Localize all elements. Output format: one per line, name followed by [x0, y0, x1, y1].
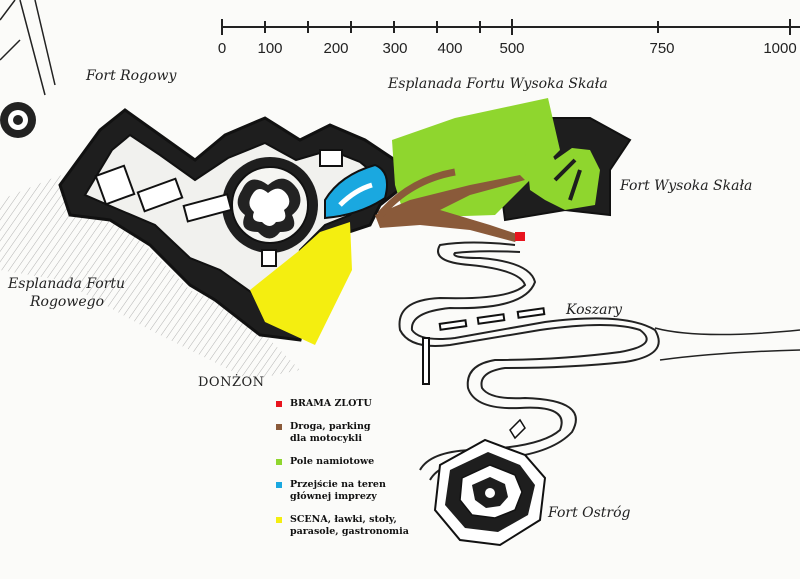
- scale-bar: [221, 19, 800, 35]
- legend-item-road: Droga, parking dla motocykli: [276, 421, 416, 445]
- stage-area: [250, 222, 352, 345]
- scale-tick-label: 0: [217, 40, 227, 57]
- legend-swatch: [276, 424, 282, 430]
- label-esplanada-wysoka-skala: Esplanada Fortu Wysoka Skała: [388, 76, 608, 92]
- legend-label: BRAMA ZLOTU: [290, 398, 372, 409]
- legend-label: parasole, gastronomia: [290, 526, 409, 537]
- slope-hatching: [0, 175, 300, 380]
- scale-tick-label: 100: [257, 40, 283, 57]
- legend-item-stage: SCENA, ławki, stoły, parasole, gastronom…: [276, 514, 416, 538]
- legend-label: Pole namiotowe: [290, 456, 375, 467]
- inner-buildings: [94, 149, 343, 223]
- scale-tick-label: 400: [437, 40, 463, 57]
- legend-label: głównej imprezy: [290, 491, 377, 502]
- label-fort-wysoka-skala: Fort Wysoka Skała: [620, 178, 753, 194]
- road-parking-area: [375, 175, 525, 242]
- legend-label: SCENA, ławki, stoły,: [290, 514, 397, 525]
- label-fort-rogowy: Fort Rogowy: [86, 68, 177, 84]
- label-koszary: Koszary: [566, 302, 623, 318]
- donzon-keep: [222, 157, 318, 267]
- winding-road: [398, 241, 648, 471]
- legend-item-tent-field: Pole namiotowe: [276, 456, 416, 468]
- label-fort-ostrog: Fort Ostróg: [548, 505, 631, 521]
- legend-label: Droga, parking: [290, 421, 371, 432]
- label-esplanada-rogowego-line1: Esplanada Fortu: [8, 276, 126, 292]
- koszary-buildings: [422, 307, 546, 385]
- scale-tick-label: 300: [382, 40, 408, 57]
- tent-field-fort-wysoka-skala: [525, 142, 600, 210]
- legend-swatch: [276, 401, 282, 407]
- legend-item-passage: Przejście na teren głównej imprezy: [276, 479, 416, 503]
- legend-item-gate: BRAMA ZLOTU: [276, 398, 416, 410]
- legend-swatch: [276, 482, 282, 488]
- label-esplanada-rogowego-line2: Rogowego: [30, 294, 105, 310]
- scale-tick-label: 1000: [763, 40, 797, 57]
- label-donzon: DONŻON: [198, 375, 265, 390]
- fort-rogowy-redoubt: [0, 102, 36, 138]
- brama-zlotu-marker: [515, 232, 525, 241]
- legend-swatch: [276, 459, 282, 465]
- legend-swatch: [276, 517, 282, 523]
- legend-label: Przejście na teren: [290, 479, 386, 490]
- scale-tick-label: 750: [649, 40, 675, 57]
- access-road: [0, 0, 56, 96]
- map-legend: BRAMA ZLOTU Droga, parking dla motocykli…: [276, 398, 416, 549]
- tent-field-area: [392, 98, 560, 218]
- scale-tick-label: 200: [323, 40, 349, 57]
- scale-tick-label: 500: [499, 40, 525, 57]
- legend-label: dla motocykli: [290, 433, 362, 444]
- fort-ostrog: [433, 418, 547, 547]
